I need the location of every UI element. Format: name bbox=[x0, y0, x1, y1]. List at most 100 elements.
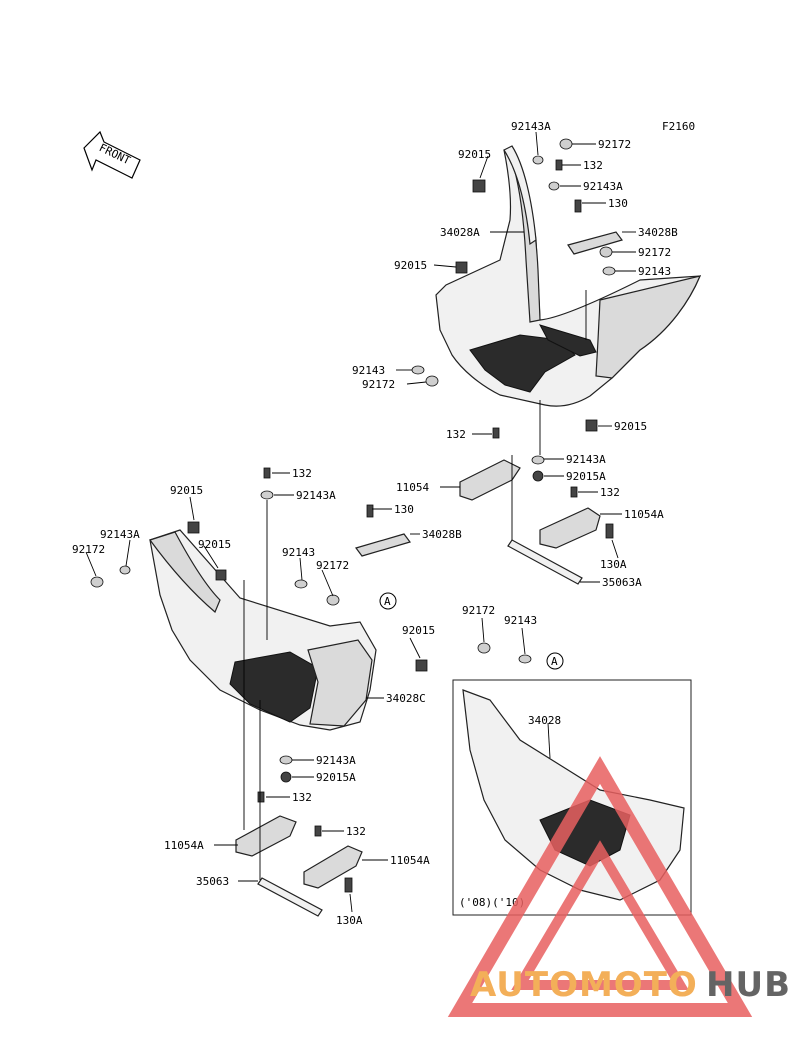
washer-icon bbox=[518, 654, 532, 664]
bolt-head-icon bbox=[559, 138, 573, 150]
callout: 34028B bbox=[638, 226, 678, 239]
callout: 92172 bbox=[316, 559, 349, 572]
callout: 34028A bbox=[440, 226, 480, 239]
variant-note: ('08)('10) bbox=[459, 896, 525, 909]
front-arrow-icon: FRONT bbox=[83, 130, 141, 179]
callout: 92015 bbox=[198, 538, 231, 551]
washer-icon bbox=[532, 155, 544, 165]
bolt-head-icon bbox=[599, 246, 613, 258]
stay-35063-icon bbox=[257, 877, 323, 917]
callout: 34028B bbox=[422, 528, 462, 541]
callout: 11054 bbox=[396, 481, 429, 494]
callout-labels: 92143A 92172 92015 132 92143A 130 34028A… bbox=[72, 120, 678, 927]
footboard-right-34028a bbox=[435, 145, 702, 407]
washer-icon bbox=[411, 365, 425, 375]
bolt-132-icon bbox=[570, 486, 578, 498]
washer-icon bbox=[260, 490, 274, 500]
callout: 132 bbox=[292, 467, 312, 480]
bracket-11054a-icon bbox=[235, 815, 297, 857]
watermark-text-b: HUB bbox=[706, 965, 791, 1005]
washer-icon bbox=[602, 266, 616, 276]
callout: 34028 bbox=[528, 714, 561, 727]
callout: 92015A bbox=[566, 470, 606, 483]
bolt-130-icon bbox=[366, 504, 374, 518]
strip-34028b-icon bbox=[567, 231, 623, 255]
watermark-logo: AUTOMOTO HUB bbox=[447, 756, 791, 1017]
washer-icon bbox=[279, 755, 293, 765]
bolt-132-icon bbox=[492, 427, 500, 439]
watermark-triangle-icon bbox=[447, 756, 753, 1017]
bolt-head-icon bbox=[90, 576, 104, 588]
strip-34028b-icon bbox=[355, 533, 411, 557]
clip-92015-icon bbox=[215, 569, 227, 581]
callout: 92143 bbox=[282, 546, 315, 559]
callout: 132 bbox=[600, 486, 620, 499]
bolt-132-icon bbox=[263, 467, 271, 479]
washer-icon bbox=[531, 455, 545, 465]
watermark-text-a: AUTOMOTO bbox=[470, 965, 698, 1005]
callout: 130 bbox=[608, 197, 628, 210]
callout: 92015 bbox=[394, 259, 427, 272]
bolt-130a-icon bbox=[605, 523, 614, 539]
callout: 130A bbox=[336, 914, 363, 927]
callout: 92143A bbox=[583, 180, 623, 193]
bolt-130a-icon bbox=[344, 877, 353, 893]
callout: 132 bbox=[446, 428, 466, 441]
clip-92015-icon bbox=[187, 521, 200, 534]
clip-92015-icon bbox=[472, 179, 486, 193]
callout: 92143A bbox=[316, 754, 356, 767]
ref-a-label: A bbox=[384, 595, 391, 608]
clip-92015-icon bbox=[455, 261, 468, 274]
washer-icon bbox=[294, 579, 308, 589]
ref-a-label: A bbox=[551, 655, 558, 668]
variant-inset: ('08)('10) bbox=[452, 679, 692, 916]
bolt-head-icon bbox=[477, 642, 491, 654]
callout: 92015 bbox=[458, 148, 491, 161]
callout: 92015 bbox=[170, 484, 203, 497]
callout: 92172 bbox=[72, 543, 105, 556]
callout: 35063 bbox=[196, 875, 229, 888]
callout: 132 bbox=[583, 159, 603, 172]
callout: 130 bbox=[394, 503, 414, 516]
clip-92015-icon bbox=[415, 659, 428, 672]
washer-icon bbox=[119, 565, 131, 575]
bolt-132-icon bbox=[257, 791, 265, 803]
callout: 92143A bbox=[100, 528, 140, 541]
callout: 92172 bbox=[462, 604, 495, 617]
bracket-11054a-icon bbox=[303, 845, 363, 889]
callout: 130A bbox=[600, 558, 627, 571]
callout: 92143 bbox=[638, 265, 671, 278]
bolt-132-icon bbox=[314, 825, 322, 837]
callout: 92143A bbox=[296, 489, 336, 502]
callout: 92172 bbox=[598, 138, 631, 151]
callout: 92143 bbox=[504, 614, 537, 627]
footboard-left-34028c bbox=[149, 529, 377, 731]
bolt-130-icon bbox=[574, 199, 582, 213]
callout: 132 bbox=[292, 791, 312, 804]
bracket-11054-icon bbox=[459, 459, 521, 501]
callout: 34028C bbox=[386, 692, 426, 705]
clip-92015-icon bbox=[585, 419, 598, 432]
bolt-head-icon bbox=[326, 594, 340, 606]
stay-35063a-icon bbox=[507, 539, 583, 585]
bolt-132-icon bbox=[555, 159, 563, 171]
callout: 35063A bbox=[602, 576, 642, 589]
callout: 92172 bbox=[362, 378, 395, 391]
callout: 92015 bbox=[614, 420, 647, 433]
nut-92015a-icon bbox=[280, 771, 292, 783]
callout: 132 bbox=[346, 825, 366, 838]
bolt-head-icon bbox=[425, 375, 439, 387]
lower-brackets bbox=[235, 791, 363, 917]
callout: 92015 bbox=[402, 624, 435, 637]
callout: 11054A bbox=[164, 839, 204, 852]
nut-92015a-icon bbox=[532, 470, 544, 482]
upper-brackets bbox=[459, 459, 614, 585]
figure-code: F2160 bbox=[662, 120, 695, 133]
ref-a-markers: A A bbox=[379, 592, 564, 670]
callout: 11054A bbox=[390, 854, 430, 867]
callout: 92143 bbox=[352, 364, 385, 377]
callout: 92015A bbox=[316, 771, 356, 784]
washer-icon bbox=[548, 181, 560, 191]
bracket-11054a-icon bbox=[539, 507, 601, 549]
